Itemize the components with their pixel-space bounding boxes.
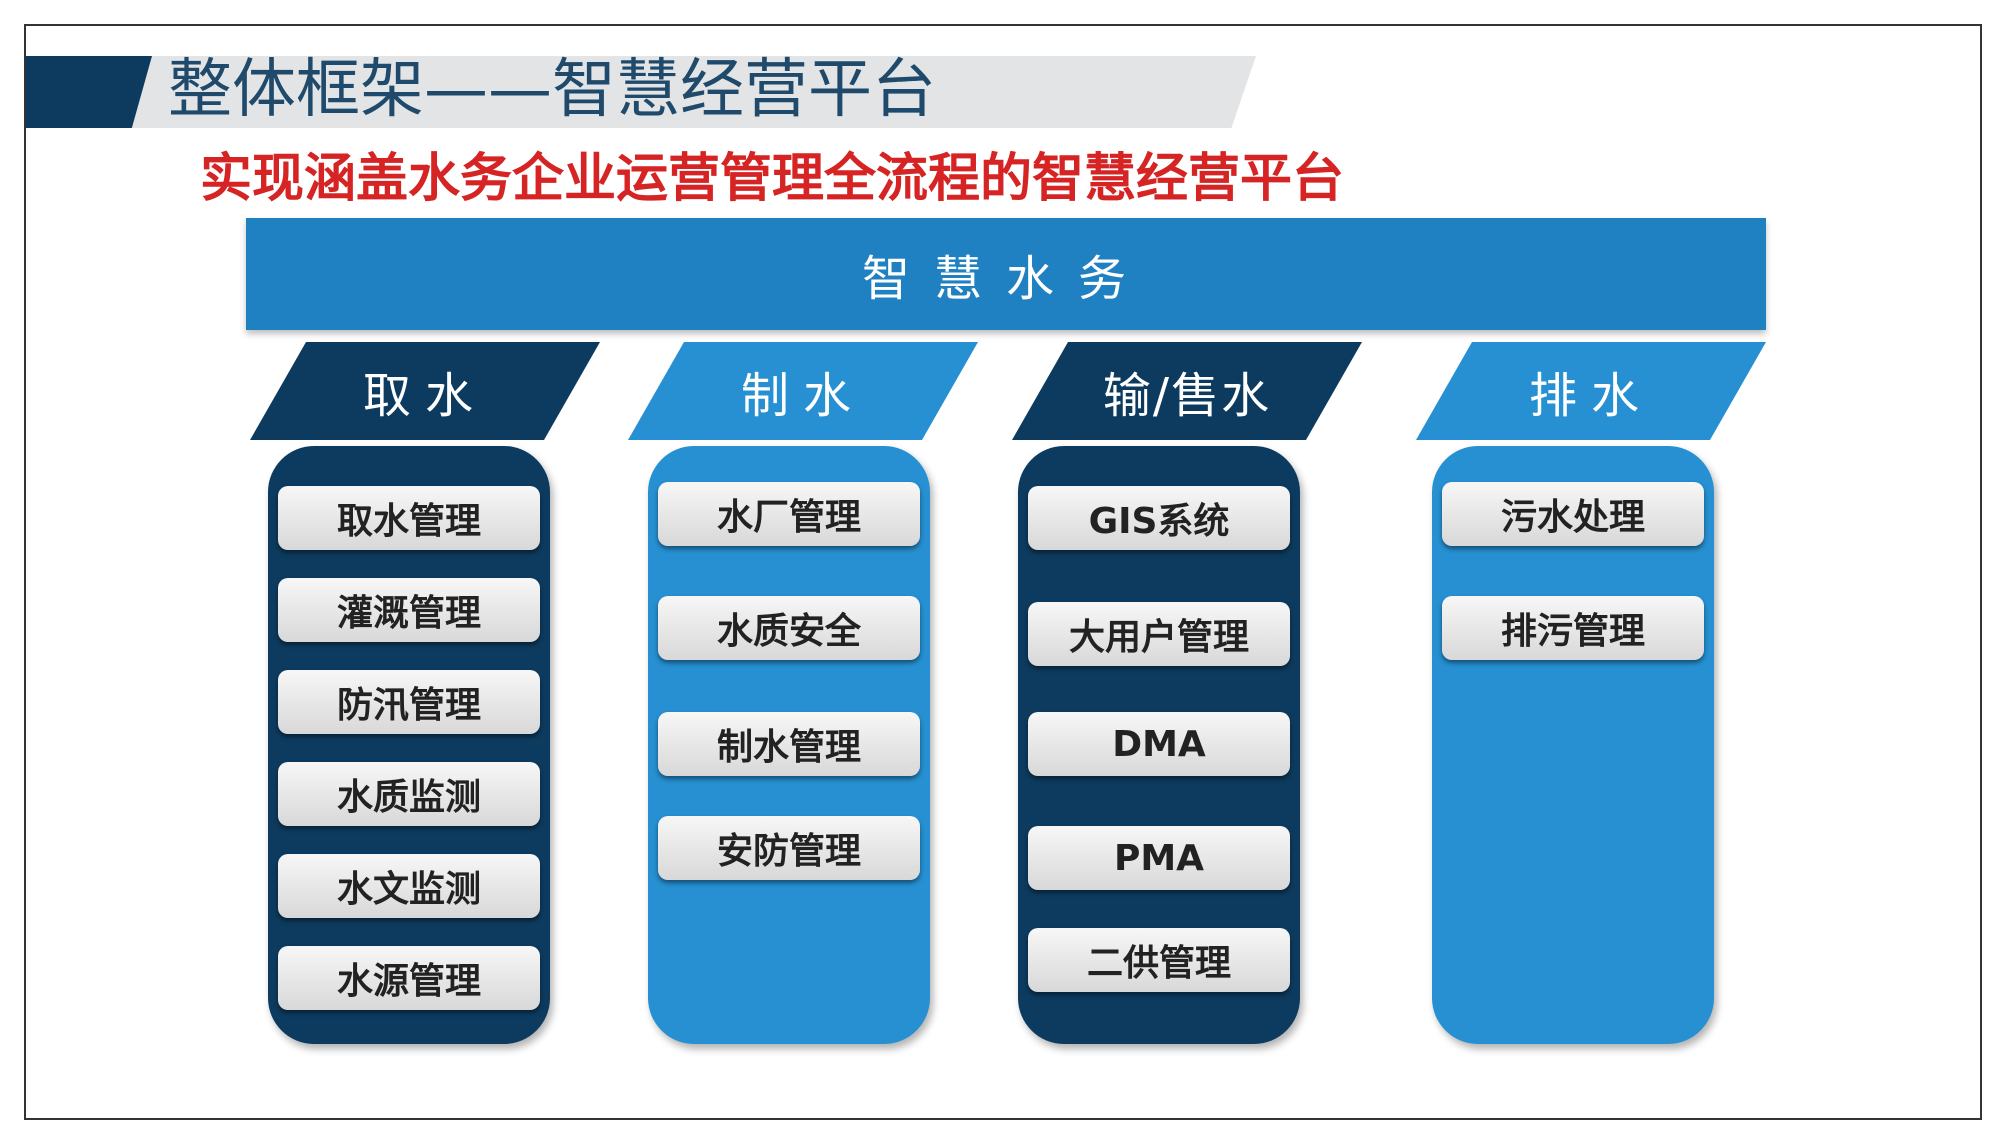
module-label: 水质监测: [336, 777, 481, 818]
module-item: 水文监测: [278, 854, 540, 918]
stage-header-label: 排水: [1528, 368, 1653, 424]
module-item: 灌溉管理: [278, 578, 540, 642]
module-label: 水厂管理: [716, 497, 861, 538]
module-item: 污水处理: [1442, 482, 1704, 546]
module-item: GIS系统: [1028, 486, 1290, 550]
stage-panel-drainage: 污水处理 排污管理: [1432, 446, 1714, 1044]
smart-water-label: 智慧水务: [861, 251, 1150, 307]
slide-title: 整体框架——智慧经营平台: [168, 53, 936, 127]
module-item: DMA: [1028, 712, 1290, 776]
module-item: 水源管理: [278, 946, 540, 1010]
module-label: 污水处理: [1500, 497, 1645, 538]
stage-header-label: 输/售水: [1102, 368, 1272, 424]
module-item: 水质安全: [658, 596, 920, 660]
stage-header-production: 制水: [628, 342, 978, 440]
module-label: 取水管理: [336, 501, 481, 542]
module-item: 取水管理: [278, 486, 540, 550]
module-label: 灌溉管理: [336, 593, 481, 634]
module-label: 水质安全: [716, 611, 861, 652]
smart-water-band: 智慧水务: [246, 218, 1766, 330]
stage-header-intake: 取水: [250, 342, 600, 440]
slide-subtitle: 实现涵盖水务企业运营管理全流程的智慧经营平台: [200, 149, 1345, 209]
module-item: 大用户管理: [1028, 602, 1290, 666]
stage-header-distribution: 输/售水: [1012, 342, 1362, 440]
module-item: 水质监测: [278, 762, 540, 826]
module-label: 防汛管理: [336, 685, 481, 726]
module-label: 水文监测: [336, 869, 481, 910]
module-item: 防汛管理: [278, 670, 540, 734]
module-label: 安防管理: [716, 831, 861, 872]
module-label: 水源管理: [336, 961, 481, 1002]
title-bar: [26, 56, 1256, 128]
stage-header-label: 取水: [362, 368, 487, 424]
module-item: 二供管理: [1028, 928, 1290, 992]
module-label: 制水管理: [716, 727, 861, 768]
module-item: 水厂管理: [658, 482, 920, 546]
module-item: 安防管理: [658, 816, 920, 880]
stage-header-drainage: 排水: [1416, 342, 1766, 440]
module-label: DMA: [1112, 723, 1206, 765]
module-item: 排污管理: [1442, 596, 1704, 660]
module-label: 二供管理: [1086, 943, 1231, 984]
module-label: GIS系统: [1088, 501, 1230, 542]
module-item: 制水管理: [658, 712, 920, 776]
module-label: 大用户管理: [1068, 617, 1249, 658]
title-accent-bar: [26, 56, 152, 128]
module-label: PMA: [1113, 837, 1205, 879]
stage-panel-intake: 取水管理 灌溉管理 防汛管理 水质监测 水文监测 水源管理: [268, 446, 550, 1044]
stage-panel-production: 水厂管理 水质安全 制水管理 安防管理: [648, 446, 930, 1044]
module-label: 排污管理: [1500, 611, 1645, 652]
stage-header-label: 制水: [740, 368, 865, 424]
stage-panel-distribution: GIS系统 大用户管理 DMA PMA 二供管理: [1018, 446, 1300, 1044]
module-item: PMA: [1028, 826, 1290, 890]
